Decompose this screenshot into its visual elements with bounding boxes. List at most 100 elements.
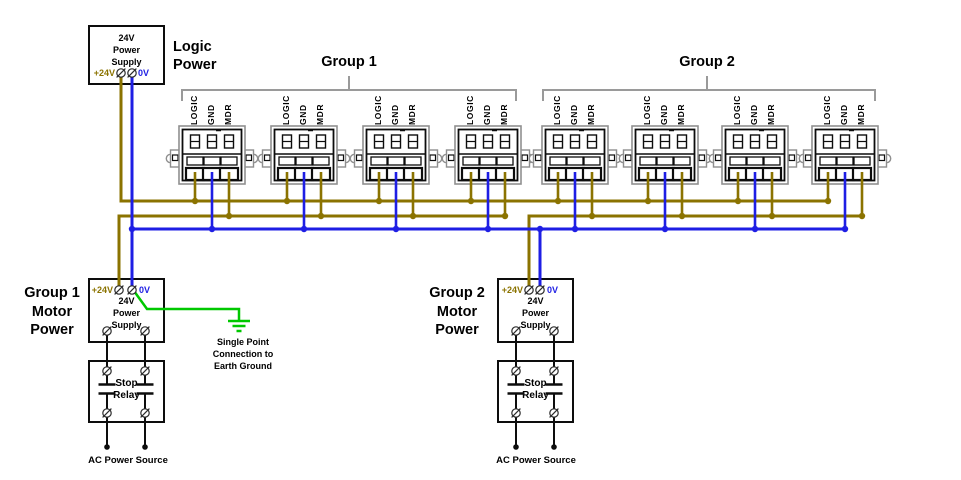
text-line: Power [112,308,140,318]
junction-dot [678,212,686,220]
stop-relay1-label: Stop Relay [101,378,152,401]
terminal-block-2 [257,124,351,186]
text-line: 24V [118,33,135,43]
junction-dot [208,225,216,233]
terminal-block-5 [528,124,622,186]
junction-dot [484,225,492,233]
junction-dot [734,197,742,205]
junction-dot [375,197,383,205]
pin-label-gnd: GND [206,104,216,125]
logic-psu-pos-terminal-label: +24V [93,68,115,78]
pin-label-logic: LOGIC [642,95,652,125]
text-line: Relay [113,389,140,401]
junction-dot [858,212,866,220]
text-line: Power [435,322,479,338]
logic-psu-title: 24V Power Supply [88,32,165,68]
text-line: Stop [524,378,547,389]
motor2-psu-neg-terminal-label: 0V [547,285,559,295]
logic-power-supply-box [88,25,165,85]
text-line: Power [30,322,74,338]
junction-dot [571,225,579,233]
block-pin-wires [128,172,866,233]
group2-motor-power-label: Group 2 Motor Power [412,284,502,340]
text-line: 24V [527,296,544,306]
pin-label-gnd: GND [569,104,579,125]
pin-label-mdr: MDR [499,103,509,125]
group1-header: Group 1 [321,54,377,70]
text-line: Supply [111,57,142,67]
text-line: Connection to [212,349,274,359]
pin-label-logic: LOGIC [281,95,291,125]
pin-label-logic: LOGIC [373,95,383,125]
junction-dot [536,225,544,233]
stop-relay2-label: Stop Relay [510,378,561,401]
text-line: Logic [173,39,212,55]
junction-dot [554,197,562,205]
pin-label-mdr: MDR [676,103,686,125]
group1-motor-power-label: Group 1 Motor Power [7,284,97,340]
earth-ground-note: Single Point Connection to Earth Ground [183,336,303,372]
pin-label-mdr: MDR [315,103,325,125]
pin-label-logic: LOGIC [552,95,562,125]
terminal-block-8 [798,124,892,186]
junction-dot [392,225,400,233]
junction-dot [644,197,652,205]
junction-dot [300,225,308,233]
text-line: Group 2 [429,285,485,301]
text-line: Single Point [216,337,269,347]
pin-label-mdr: MDR [586,103,596,125]
text-line: Power [521,308,549,318]
group1-mdr-bus [117,214,505,286]
text-line: Earth Ground [214,361,272,371]
pin-label-logic: LOGIC [822,95,832,125]
terminal-block-7 [708,124,802,186]
pin-label-gnd: GND [749,104,759,125]
junction-dot [824,197,832,205]
ac-power-source2-label: AC Power Source [496,455,576,466]
motor2-psu-pos-terminal-label: +24V [501,285,523,295]
junction-dot [841,225,849,233]
motor2-psu-title: 24V Power Supply [497,295,574,331]
group2-mdr-bus [527,214,862,286]
pin-label-gnd: GND [659,104,669,125]
text-line: 24V [118,296,135,306]
junction-dot [409,212,417,220]
pin-label-logic: LOGIC [465,95,475,125]
junction-dot [128,225,136,233]
pin-label-mdr: MDR [856,103,866,125]
text-line: Group 1 [24,285,80,301]
text-line: Motor [436,303,478,320]
motor1-psu-neg-terminal-label: 0V [139,285,151,295]
junction-dot [768,212,776,220]
pin-label-gnd: GND [298,104,308,125]
logic-power-header: Logic Power [173,39,217,74]
text-line: Power [173,56,217,73]
pin-label-gnd: GND [482,104,492,125]
pin-label-logic: LOGIC [732,95,742,125]
junction-dot [751,225,759,233]
text-line: Supply [520,320,551,330]
junction-dot [283,197,291,205]
group2-header: Group 2 [679,54,735,70]
junction-dot [501,212,509,220]
text-line: Supply [111,320,142,330]
pin-label-gnd: GND [839,104,849,125]
motor1-psu-pos-terminal-label: +24V [91,285,113,295]
pin-label-gnd: GND [390,104,400,125]
text-line: Relay [522,389,549,401]
terminal-block-3 [349,124,443,186]
logic-psu-neg-terminal-label: 0V [138,68,150,78]
text-line: Power [112,45,140,55]
terminal-block-1 [165,124,259,186]
pin-label-mdr: MDR [223,103,233,125]
terminal-block-6 [618,124,712,186]
pin-label-logic: LOGIC [189,95,199,125]
text-line: Stop [115,378,138,389]
junction-dot [317,212,325,220]
junction-dot [467,197,475,205]
pin-label-mdr: MDR [407,103,417,125]
motor1-psu-title: 24V Power Supply [88,295,165,331]
junction-dot [588,212,596,220]
junction-dot [225,212,233,220]
